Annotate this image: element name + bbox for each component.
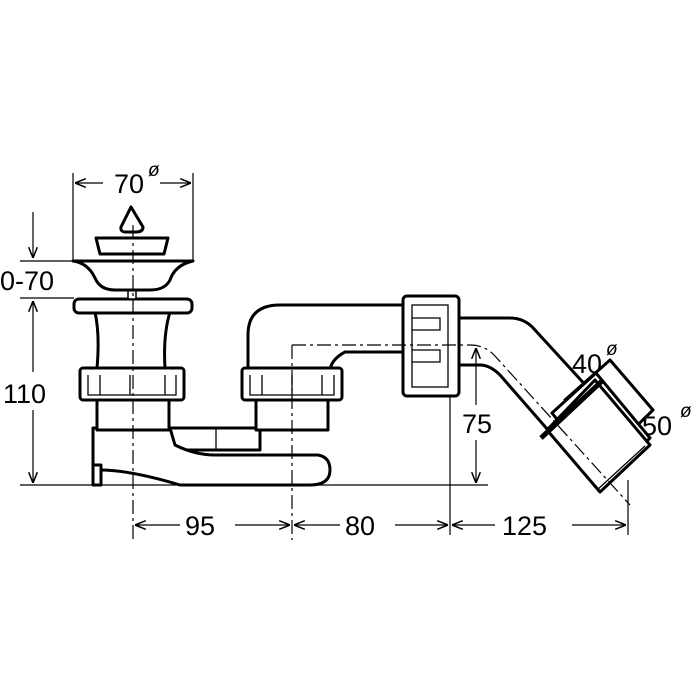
dim-stopper-height: 0-70 xyxy=(0,266,54,296)
bottom-elbow xyxy=(91,426,332,487)
overflow-bend xyxy=(246,303,410,374)
outlet-elbow xyxy=(453,316,655,494)
dim-outlet-height: 75 xyxy=(462,409,492,439)
dim-spacing-3: 125 xyxy=(502,511,547,541)
diameter-symbol: ø xyxy=(680,401,692,422)
dimension-lines xyxy=(20,173,629,535)
dim-outlet-diameter-outer: 50 xyxy=(642,411,672,441)
dim-overall-height: 110 xyxy=(3,379,46,409)
dim-outlet-diameter-inner: 40 xyxy=(572,349,602,379)
union-nut-outlet xyxy=(401,294,461,398)
dim-top-diameter: 70 xyxy=(114,169,144,199)
diameter-symbol: ø xyxy=(148,160,160,181)
diameter-symbol: ø xyxy=(606,339,618,360)
dim-spacing-2: 80 xyxy=(345,511,375,541)
centerline-outlet xyxy=(292,344,631,506)
dim-spacing-1: 95 xyxy=(185,511,215,541)
